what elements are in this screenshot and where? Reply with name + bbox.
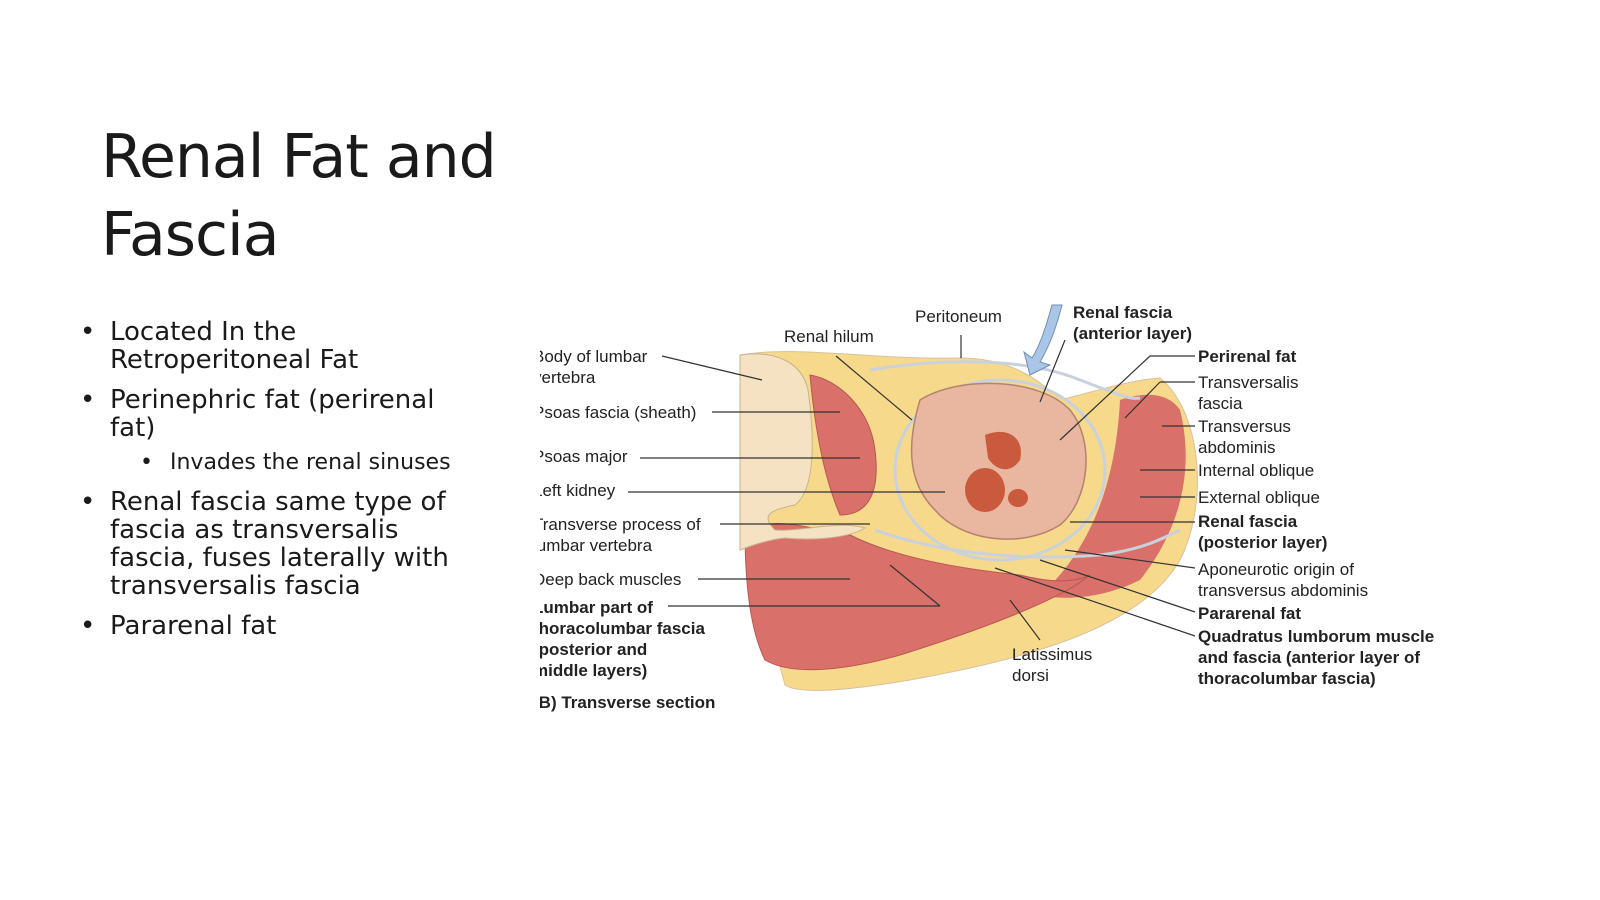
label-lumbar-part-3: (posterior and [540, 640, 647, 659]
bullet-text: fascia as transversalis [110, 515, 399, 545]
kidney-medulla [1008, 489, 1028, 507]
renal-transverse-section-diagram: Body of lumbar vertebra Psoas fascia (sh… [540, 303, 1434, 712]
diagram-caption: (B) Transverse section [540, 693, 715, 712]
label-quadratus-lumborum: Quadratus lumborum muscle [1198, 627, 1434, 646]
label-lumbar-part-4: middle layers) [540, 661, 647, 680]
label-renal-hilum: Renal hilum [784, 327, 874, 346]
sub-bullet-item: Invades the renal sinuses [140, 450, 480, 476]
label-renal-fascia-anterior: Renal fascia [1073, 303, 1173, 322]
title-line-2: Fascia [101, 200, 279, 270]
abdominal-wall-muscles [1040, 394, 1186, 598]
label-latissimus-dorsi: Latissimus [1012, 645, 1092, 664]
label-transversalis-fascia-2: fascia [1198, 394, 1243, 413]
label-renal-fascia-posterior: Renal fascia [1198, 512, 1298, 531]
label-perirenal-fat: Perirenal fat [1198, 347, 1297, 366]
label-transversus-abdominis-2: abdominis [1198, 438, 1276, 457]
label-latissimus-dorsi-2: dorsi [1012, 666, 1049, 685]
label-transverse-process-2: lumbar vertebra [540, 536, 653, 555]
deep-back-muscle-mass [744, 523, 1091, 671]
slide-title: Renal Fat and Fascia [101, 118, 497, 274]
label-renal-fascia-posterior-2: (posterior layer) [1198, 533, 1327, 552]
label-lumbar-part: Lumbar part of [540, 598, 653, 617]
sub-bullet-list: Invades the renal sinuses [110, 450, 480, 476]
label-psoas-fascia: Psoas fascia (sheath) [540, 403, 696, 422]
bullet-text: Perinephric fat (perirenal [110, 385, 435, 415]
label-transversalis-fascia: Transversalis [1198, 373, 1298, 392]
bullet-text: Renal fascia same type of [110, 487, 446, 517]
bullet-text: Located In the [110, 317, 297, 347]
bullet-item: Perinephric fat (perirenal fat) Invades … [80, 386, 480, 476]
psoas-major-muscle [809, 374, 877, 516]
bullet-text: Pararenal fat [110, 611, 277, 641]
anterior-arrow-icon [1023, 304, 1063, 376]
renal-fascia-posterior [874, 528, 1181, 559]
label-psoas-major: Psoas major [540, 447, 628, 466]
bullet-text: transversalis fascia [110, 571, 361, 601]
label-deep-back-muscles: Deep back muscles [540, 570, 681, 589]
label-renal-fascia-anterior-2: (anterior layer) [1073, 324, 1192, 343]
bullet-text: fascia, fuses laterally with [110, 543, 449, 573]
label-internal-oblique: Internal oblique [1198, 461, 1314, 480]
bullet-item: Renal fascia same type of fascia as tran… [80, 488, 480, 600]
label-lumbar-part-2: thoracolumbar fascia [540, 619, 705, 638]
title-line-1: Renal Fat and [101, 122, 497, 192]
label-transverse-process: Transverse process of [540, 515, 701, 534]
lumbar-vertebra-body [739, 353, 867, 551]
label-aponeurotic-origin: Aponeurotic origin of [1198, 560, 1354, 579]
label-body-lumbar-vertebra-2: vertebra [540, 368, 596, 387]
label-pararenal-fat: Pararenal fat [1198, 604, 1301, 623]
label-peritoneum: Peritoneum [915, 307, 1002, 326]
bullet-item: Pararenal fat [80, 612, 480, 640]
label-transversus-abdominis: Transversus [1198, 417, 1291, 436]
kidney-medulla [985, 431, 1021, 470]
label-aponeurotic-origin-2: transversus abdominis [1198, 581, 1368, 600]
label-quadratus-lumborum-2: and fascia (anterior layer of [1198, 648, 1420, 667]
label-left-kidney: Left kidney [540, 481, 616, 500]
bullet-list: Located In the Retroperitoneal Fat Perin… [80, 318, 480, 652]
label-body-lumbar-vertebra: Body of lumbar [540, 347, 648, 366]
kidney-medulla [965, 468, 1005, 512]
bullet-text: Retroperitoneal Fat [110, 345, 359, 375]
renal-fascia-anterior [869, 360, 1141, 400]
label-external-oblique: External oblique [1198, 488, 1320, 507]
leader-lines [628, 335, 1196, 641]
label-quadratus-lumborum-3: thoracolumbar fascia) [1198, 669, 1376, 688]
bullet-text: fat) [110, 413, 156, 443]
bullet-item: Located In the Retroperitoneal Fat [80, 318, 480, 374]
